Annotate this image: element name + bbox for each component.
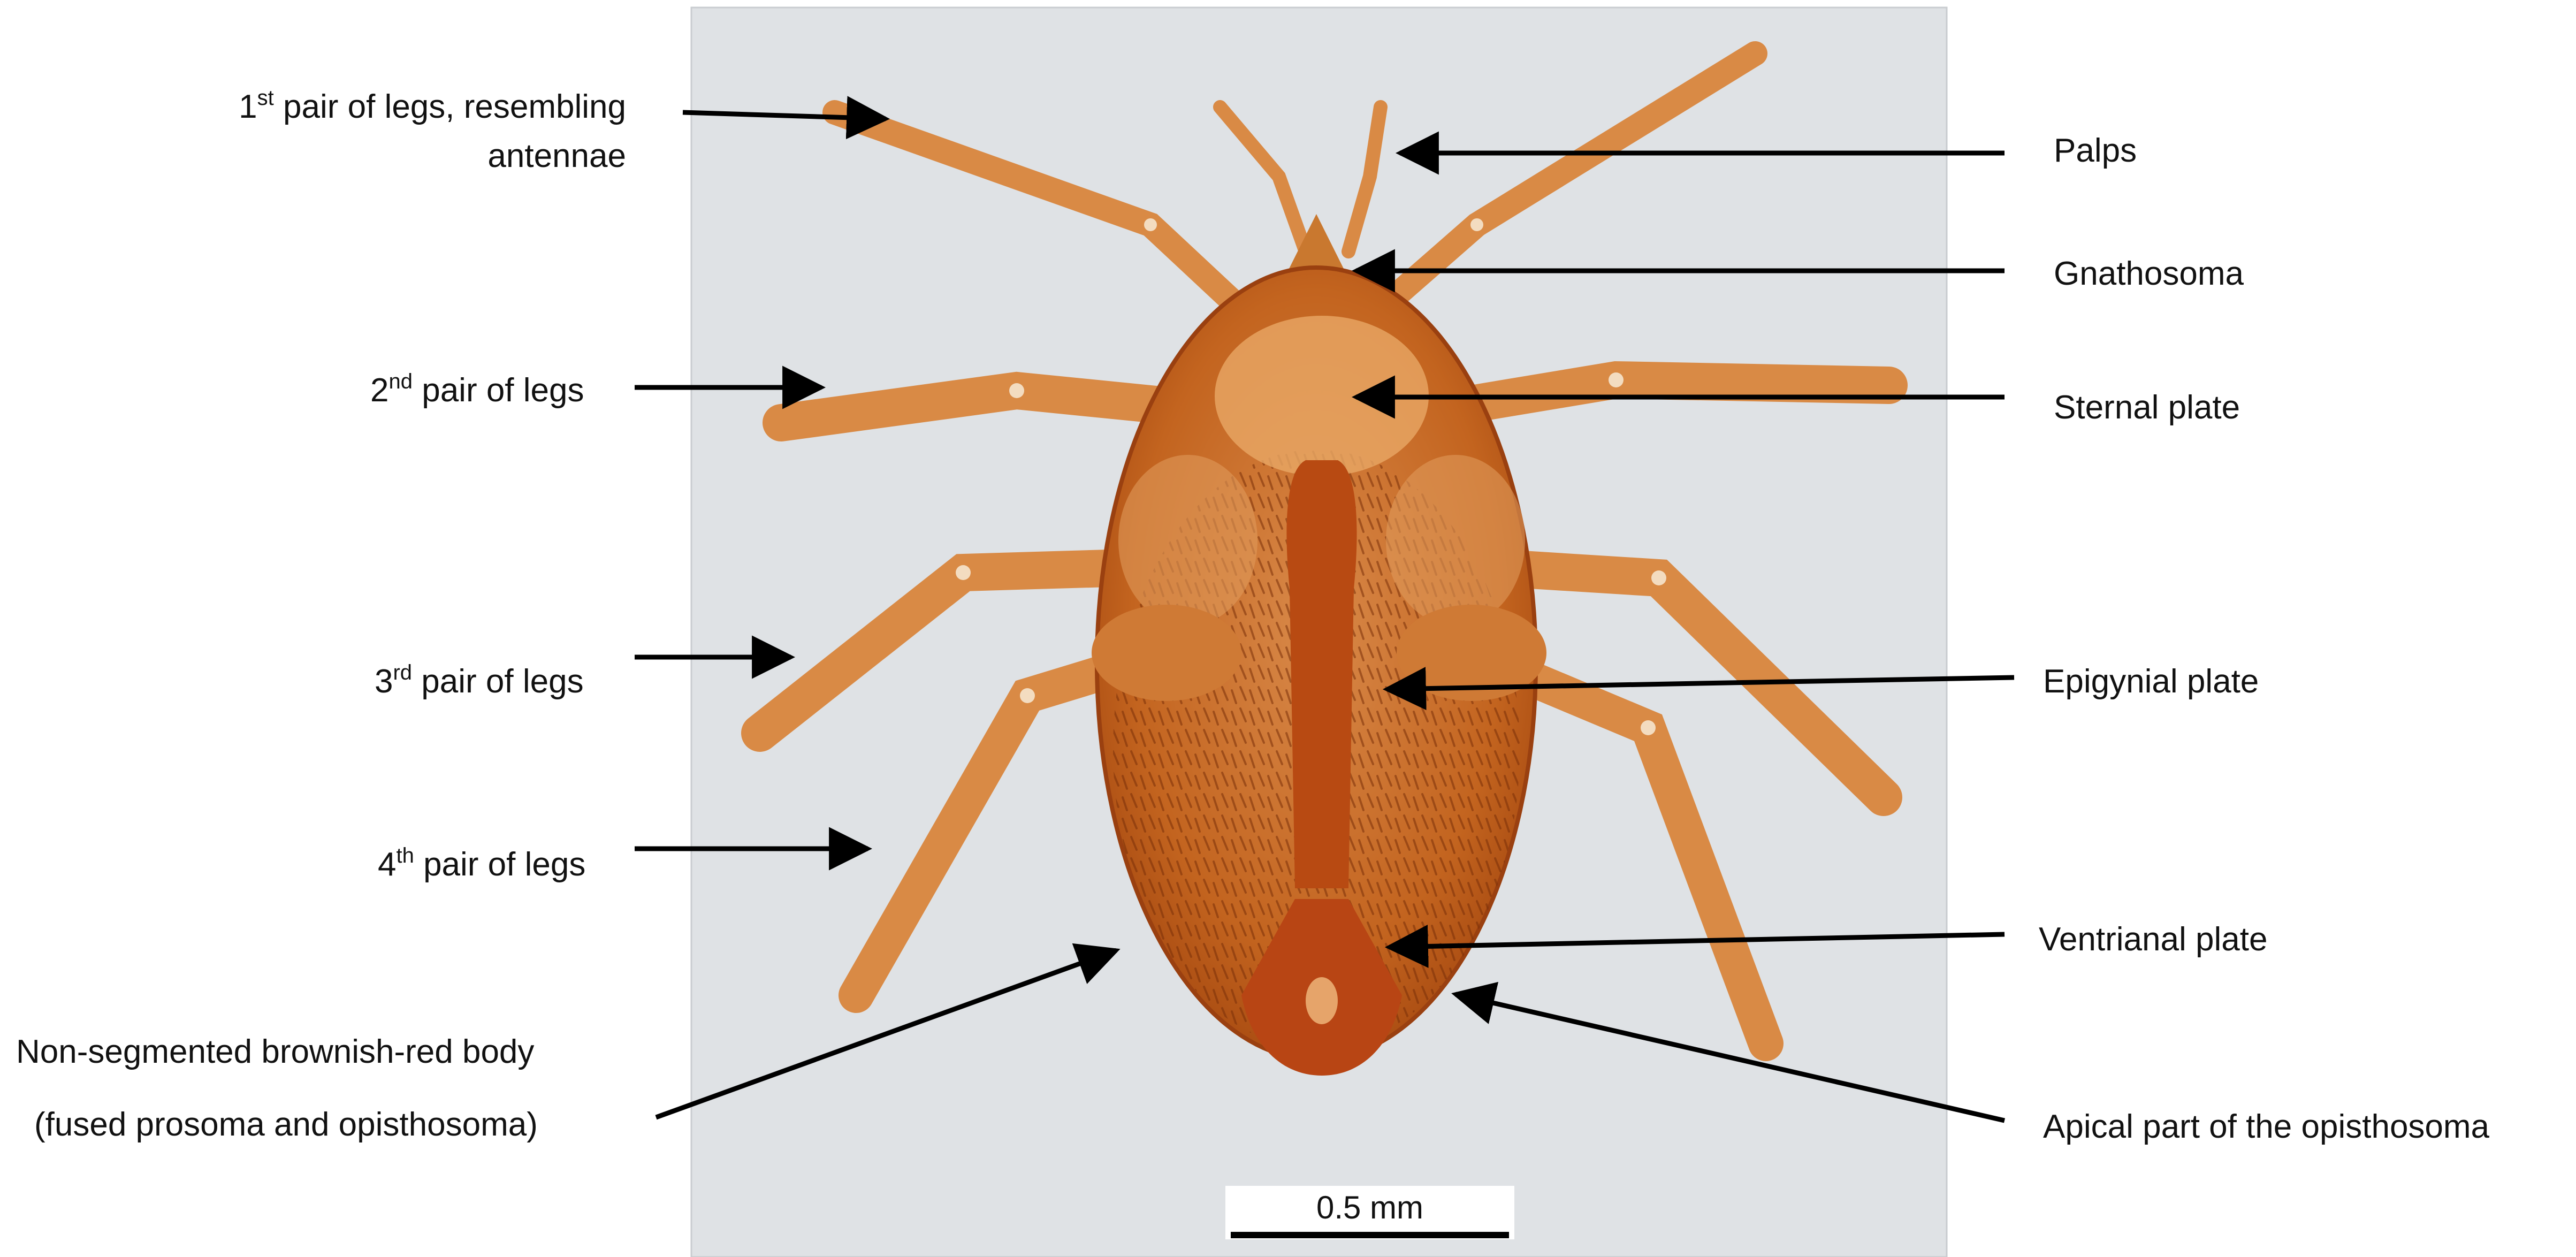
label-epigynial-plate: Epigynial plate bbox=[2043, 657, 2259, 706]
coxa-left-4 bbox=[1092, 605, 1241, 701]
scale-bar-line bbox=[1231, 1232, 1509, 1238]
label-leg-3: 3rd pair of legs bbox=[375, 657, 584, 706]
scale-bar-label: 0.5 mm bbox=[1225, 1189, 1514, 1226]
label-leg-2: 2nd pair of legs bbox=[370, 366, 584, 415]
label-leg-4: 4th pair of legs bbox=[378, 840, 585, 889]
coxa-right bbox=[1386, 455, 1525, 626]
label-palps: Palps bbox=[2054, 126, 2137, 176]
label-apical-part: Apical part of the opisthosoma bbox=[2043, 1102, 2489, 1152]
label-leg-1: 1st pair of legs, resembling antennae bbox=[123, 82, 626, 181]
label-body-line1: Non-segmented brownish-red body bbox=[16, 1027, 534, 1077]
coxa-left bbox=[1118, 455, 1257, 626]
label-body-line2: (fused prosoma and opisthosoma) bbox=[34, 1100, 538, 1149]
label-gnathosoma: Gnathosoma bbox=[2054, 249, 2244, 299]
label-ventrianal-plate: Ventrianal plate bbox=[2039, 915, 2267, 964]
scale-bar: 0.5 mm bbox=[1225, 1186, 1514, 1239]
label-sternal-plate: Sternal plate bbox=[2054, 383, 2240, 432]
epigynial-plate-shape bbox=[1286, 460, 1356, 888]
anal-opening bbox=[1306, 977, 1338, 1024]
